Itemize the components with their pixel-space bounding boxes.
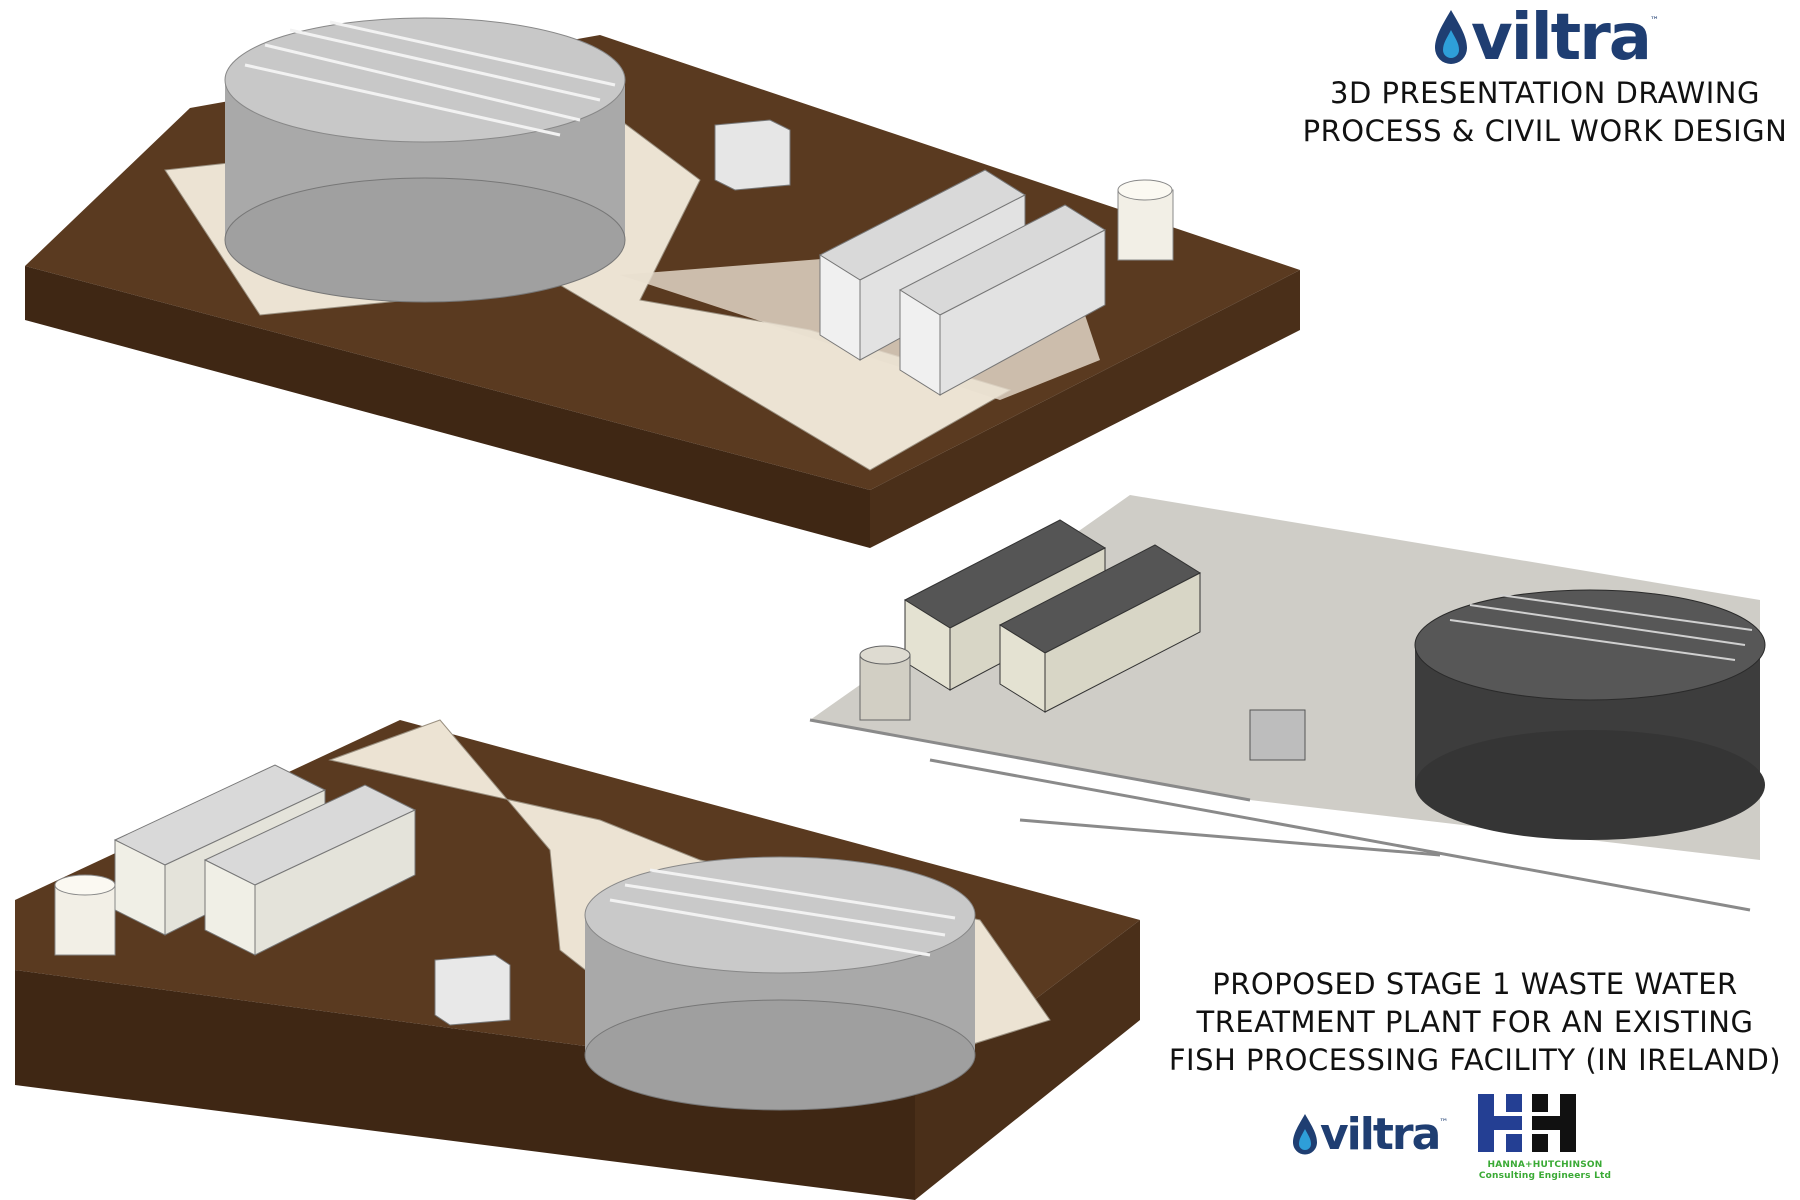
dark-buildings — [859, 519, 1306, 761]
water-drop-icon — [1435, 10, 1468, 64]
viltra-wordmark-bottom: viltra — [1320, 1109, 1441, 1160]
caption-line-2: TREATMENT PLANT FOR AN EXISTING — [1196, 1005, 1754, 1039]
tank-bottom-rim — [224, 177, 626, 303]
dark-tank-bottom — [1415, 730, 1765, 840]
brand-wordmark: viltra — [1471, 1, 1652, 75]
caption-line-3: FISH PROCESSING FACILITY (IN IRELAND) — [1168, 1043, 1782, 1077]
hh-company-name: HANNA+HUTCHINSON — [1487, 1160, 1603, 1170]
caption-line-1: PROPOSED STAGE 1 WASTE WATER — [1212, 967, 1738, 1001]
equipment-hut — [714, 119, 791, 191]
water-drop-icon — [1293, 1114, 1317, 1155]
tank-roof — [224, 17, 626, 143]
trademark-symbol-bottom: ™ — [1439, 1118, 1449, 1128]
bottom-cylinder — [54, 884, 116, 956]
soil-front-face — [25, 266, 870, 548]
tank-bottom-view — [584, 856, 976, 1111]
buildings-bottom-view — [54, 764, 511, 1026]
heading-line-2: PROCESS & CIVIL WORK DESIGN — [1302, 114, 1788, 148]
hh-company-subtitle: Consulting Engineers Ltd — [1478, 1171, 1612, 1181]
hh-monogram-icon — [1478, 1094, 1576, 1152]
soil-bottom-front — [15, 970, 915, 1200]
dark-tank-roof — [1414, 589, 1766, 701]
bottom-building-b-side — [254, 809, 416, 956]
bottom-tank-roof — [584, 856, 976, 974]
trademark-symbol: ™ — [1649, 16, 1659, 26]
project-caption: PROPOSED STAGE 1 WASTE WATER TREATMENT P… — [1155, 965, 1795, 1079]
bottom-tank-base — [584, 999, 976, 1111]
viltra-logo-top: viltra ™ — [1290, 2, 1800, 74]
dark-building-b-side — [1044, 572, 1201, 713]
viltra-logo-bottom: viltra ™ — [1290, 1110, 1448, 1160]
cylinder-right-view — [859, 654, 911, 721]
dark-tank — [1414, 589, 1766, 840]
buildings-top-view — [714, 119, 1174, 396]
pipework — [809, 718, 1751, 912]
building-b-side — [939, 229, 1106, 396]
soil-bottom-side — [915, 920, 1140, 1200]
tank-top-view — [224, 17, 626, 303]
hanna-hutchinson-logo: HANNA+HUTCHINSON Consulting Engineers Lt… — [1470, 1090, 1620, 1182]
bottom-equipment-hut — [434, 954, 511, 1026]
title-block: viltra ™ 3D PRESENTATION DRAWING PROCESS… — [1290, 0, 1800, 150]
control-kiosk — [1249, 709, 1306, 761]
soil-right-face — [870, 270, 1300, 548]
heading-line-1: 3D PRESENTATION DRAWING — [1330, 76, 1760, 110]
